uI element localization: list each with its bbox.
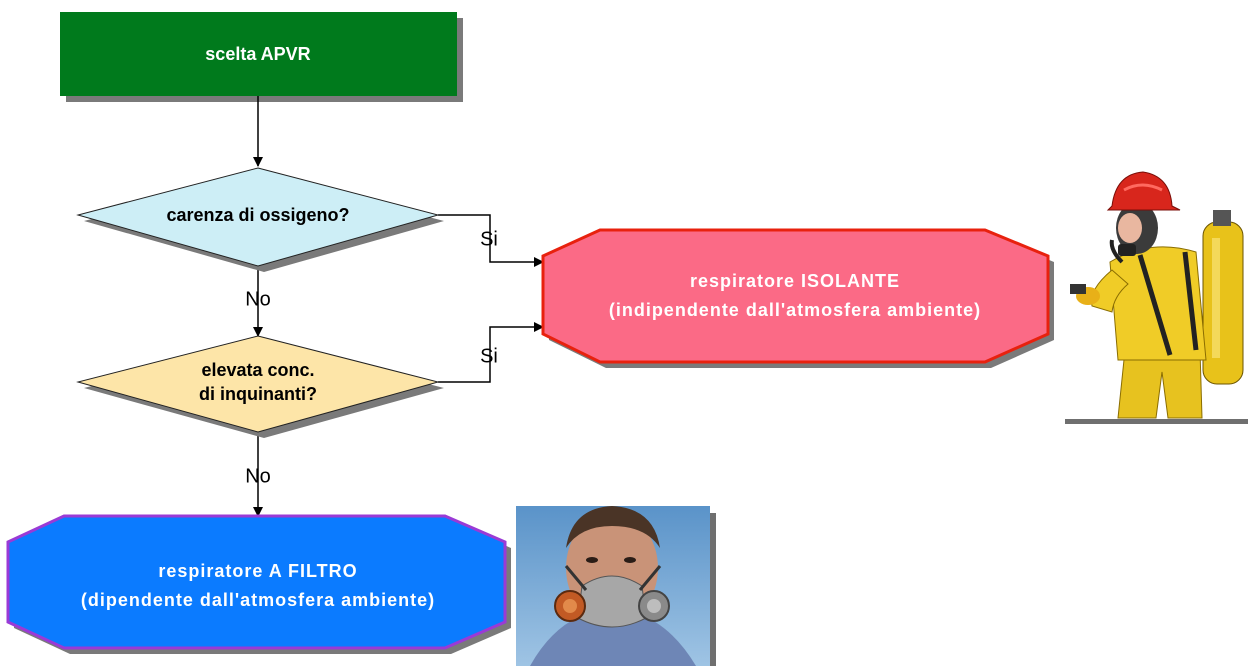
edge-label-pollutants-yes: Si xyxy=(480,345,498,367)
filter-respirator-shape xyxy=(6,514,507,650)
pollutants-decision-line1: elevata conc. xyxy=(201,360,314,380)
pollutants-decision: elevata conc. di inquinanti? xyxy=(76,335,444,438)
filter-respirator-line2: (dipendente dall'atmosfera ambiente) xyxy=(81,590,435,610)
isolating-respirator-line1: respiratore ISOLANTE xyxy=(690,271,900,291)
filter-respirator-node: respiratore A FILTRO (dipendente dall'at… xyxy=(6,514,511,654)
edge-pollutants-yes xyxy=(438,322,544,383)
start-node-label: scelta APVR xyxy=(205,44,310,64)
isolating-respirator-node: respiratore ISOLANTE (indipendente dall'… xyxy=(541,228,1054,368)
isolating-respirator-line2: (indipendente dall'atmosfera ambiente) xyxy=(609,300,981,320)
oxygen-decision: carenza di ossigeno? xyxy=(76,167,444,272)
isolating-respirator-shape xyxy=(541,228,1050,364)
pollutants-decision-shape xyxy=(76,335,440,433)
filter-respirator-line1: respiratore A FILTRO xyxy=(158,561,357,581)
edge-label-oxygen-no: No xyxy=(245,288,271,310)
half-mask-respirator-icon xyxy=(516,506,716,666)
start-node-box xyxy=(60,12,457,96)
edge-label-oxygen-yes: Si xyxy=(480,228,498,250)
edge-label-pollutants-no: No xyxy=(245,465,271,487)
start-node: scelta APVR xyxy=(60,12,463,102)
pollutants-decision-line2: di inquinanti? xyxy=(199,384,317,404)
oxygen-decision-label: carenza di ossigeno? xyxy=(166,205,349,225)
edge-oxygen-yes xyxy=(438,214,544,267)
oxygen-decision-shape xyxy=(76,167,440,267)
connectors xyxy=(253,96,544,517)
scba-firefighter-icon xyxy=(1065,171,1248,424)
